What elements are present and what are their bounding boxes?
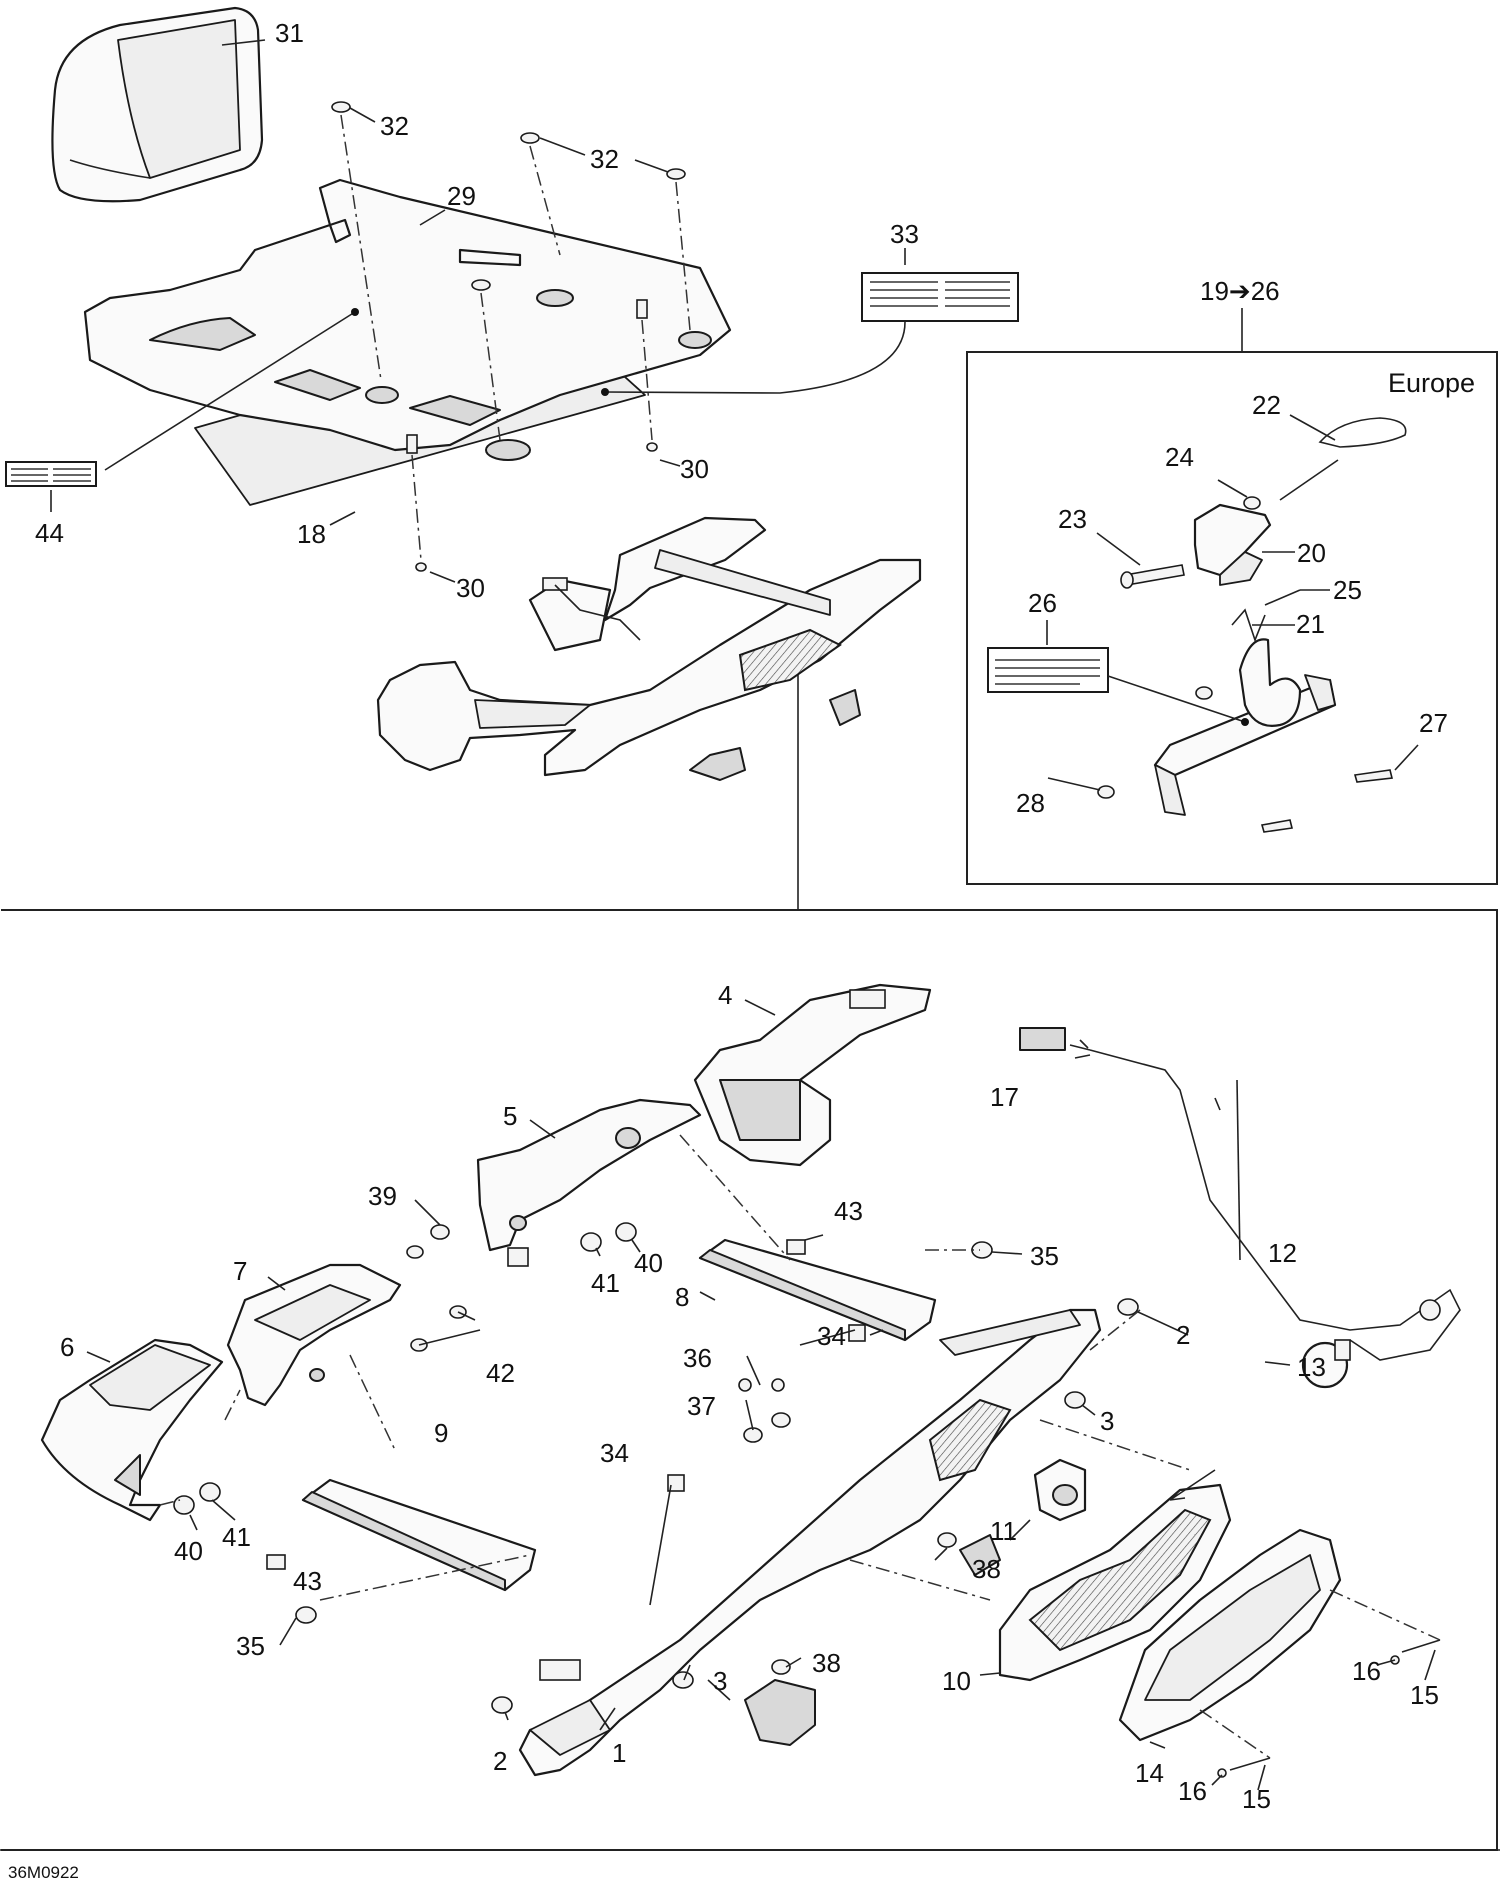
screw-30b <box>415 562 427 572</box>
callout-40b: 40 <box>174 1536 203 1566</box>
callout-5: 5 <box>503 1101 517 1131</box>
callout-42: 42 <box>486 1358 515 1388</box>
callout-1: 1 <box>612 1738 626 1768</box>
callout-43a: 43 <box>834 1196 863 1226</box>
callout-2b: 2 <box>1176 1320 1190 1350</box>
seat-bracket-5 <box>476 1098 702 1267</box>
callout-39: 39 <box>368 1181 397 1211</box>
tail-light-lens-14 <box>1118 1528 1342 1742</box>
seat-bracket-7 <box>226 1263 402 1407</box>
callout-29: 29 <box>447 181 476 211</box>
callout-30a: 30 <box>680 454 709 484</box>
screw-32d <box>471 279 491 291</box>
seat-cover-part <box>51 6 264 203</box>
callout-35a: 35 <box>1030 1241 1059 1271</box>
callout-28: 28 <box>1016 788 1045 818</box>
callout-11: 11 <box>990 1516 1017 1546</box>
seat-frame-1 <box>518 1308 1102 1777</box>
rail-9 <box>301 1478 537 1592</box>
connector-17 <box>1019 1027 1066 1051</box>
screw-32b <box>520 132 540 144</box>
callout-14: 14 <box>1135 1758 1164 1788</box>
callout-27: 27 <box>1419 708 1448 738</box>
callout-30b: 30 <box>456 573 485 603</box>
seat-base-tray-part <box>83 178 732 506</box>
bulb-13 <box>1301 1339 1351 1389</box>
callout-9: 9 <box>434 1418 448 1448</box>
wire-harness-12 <box>1089 1049 1461 1361</box>
callout-22: 22 <box>1252 390 1281 420</box>
tail-light-housing-10 <box>998 1483 1232 1682</box>
callout-38a: 38 <box>972 1554 1001 1584</box>
callout-12: 12 <box>1268 1238 1297 1268</box>
callout-32a: 32 <box>380 111 409 141</box>
callout-34b: 34 <box>600 1438 629 1468</box>
callout-16a: 16 <box>1352 1656 1381 1686</box>
callout-41a: 41 <box>591 1268 620 1298</box>
callout-34a: 34 <box>817 1321 846 1351</box>
warning-label-44 <box>5 461 97 487</box>
callout-17: 17 <box>990 1082 1019 1112</box>
screw-32a <box>331 101 351 113</box>
callout-18: 18 <box>297 519 326 549</box>
socket-11 <box>1033 1458 1087 1522</box>
callout-15b: 15 <box>1242 1784 1271 1814</box>
seat-cover-6 <box>40 1338 224 1522</box>
callout-35b: 35 <box>236 1631 265 1661</box>
callout-43b: 43 <box>293 1566 322 1596</box>
europe-kit-box <box>966 351 1498 885</box>
callout-40a: 40 <box>634 1248 663 1278</box>
callout-23: 23 <box>1058 504 1087 534</box>
callout-13: 13 <box>1297 1352 1326 1382</box>
seat-bracket-4 <box>693 983 932 1167</box>
callout-7: 7 <box>233 1256 247 1286</box>
europe-kit-parts <box>987 417 1407 833</box>
callout-41b: 41 <box>222 1522 251 1552</box>
callout-21: 21 <box>1296 609 1325 639</box>
seat-frame-assembly-top <box>376 516 922 781</box>
callout-36: 36 <box>683 1343 712 1373</box>
callout-33: 33 <box>890 219 919 249</box>
reference-code: 36M0922 <box>8 1863 79 1882</box>
pin-30 <box>406 299 648 454</box>
callout-32b: 32 <box>590 144 619 174</box>
callout-26: 26 <box>1028 588 1057 618</box>
callout-25: 25 <box>1333 575 1362 605</box>
callout-37: 37 <box>687 1391 716 1421</box>
callout-4: 4 <box>718 980 732 1010</box>
callout-10: 10 <box>942 1666 971 1696</box>
callout-8: 8 <box>675 1282 689 1312</box>
callout-6: 6 <box>60 1332 74 1362</box>
warning-label-33 <box>861 272 1019 322</box>
range-label: 19➔26 <box>1200 276 1280 306</box>
callout-44: 44 <box>35 518 64 548</box>
callout-31: 31 <box>275 18 304 48</box>
region-label-europe: Europe <box>1388 368 1475 398</box>
callout-38b: 38 <box>812 1648 841 1678</box>
callout-3a: 3 <box>713 1666 727 1696</box>
callout-3b: 3 <box>1100 1406 1114 1436</box>
callout-24: 24 <box>1165 442 1194 472</box>
callout-20: 20 <box>1297 538 1326 568</box>
callout-16b: 16 <box>1178 1776 1207 1806</box>
rail-8 <box>698 1238 937 1342</box>
callout-2a: 2 <box>493 1746 507 1776</box>
screw-30a <box>646 442 658 452</box>
callout-15a: 15 <box>1410 1680 1439 1710</box>
screw-32c <box>666 168 686 180</box>
